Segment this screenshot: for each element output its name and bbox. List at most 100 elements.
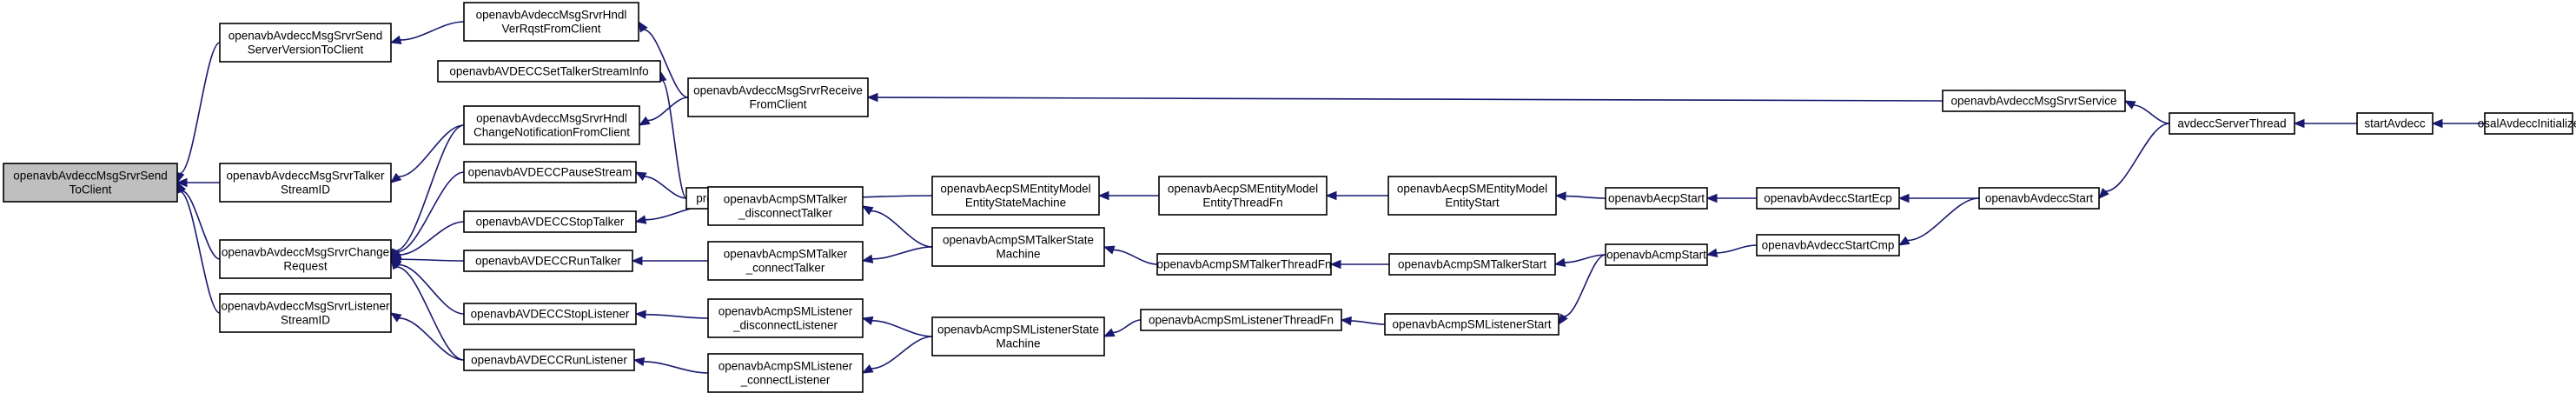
- node-label: _connectListener: [740, 374, 831, 387]
- edge-stop-talker-to-change: [389, 221, 465, 260]
- arrowhead-icon: [390, 257, 401, 270]
- node-label: _disconnectListener: [732, 319, 838, 332]
- node-talker-thread[interactable]: openavbAcmpSMTalkerThreadFn: [1156, 253, 1332, 276]
- node-conn-listener[interactable]: openavbAcmpSMListener_connectListener: [707, 353, 864, 393]
- node-stop-talker[interactable]: openavbAVDECCStopTalker: [463, 210, 637, 233]
- edge-talker-start-to-talker-thread: [1329, 259, 1390, 270]
- node-start-avdecc[interactable]: startAvdecc: [2356, 112, 2434, 135]
- node-disc-listener[interactable]: openavbAcmpSMListener_disconnectListener: [707, 298, 864, 338]
- edge-line: [399, 317, 465, 361]
- node-box: [1756, 234, 1900, 256]
- node-label: openavbAcmpSMTalkerThreadFn: [1156, 258, 1331, 271]
- node-pause[interactable]: openavbAVDECCPauseStream: [463, 161, 637, 183]
- node-box: [3, 163, 178, 203]
- node-label: openavbAecpSMEntityModel: [1168, 183, 1318, 196]
- edge-acmp-start-to-talker-start: [1553, 254, 1606, 268]
- node-start-cmp[interactable]: openavbAvdeccStartCmp: [1756, 234, 1900, 256]
- node-label: openavbAcmpSMTalkerState: [943, 234, 1094, 247]
- edge-line: [647, 97, 689, 122]
- node-box: [931, 176, 1100, 216]
- edge-line: [871, 210, 933, 248]
- edge-hndl-change-to-talker-sid: [389, 124, 465, 183]
- node-box: [1158, 176, 1328, 216]
- node-box: [463, 210, 637, 233]
- edge-line: [2133, 104, 2170, 124]
- node-label: openavbAvdeccStart: [1985, 192, 2094, 205]
- node-start-ecp[interactable]: openavbAvdeccStartEcp: [1756, 187, 1900, 210]
- node-aecp-start[interactable]: openavbAecpStart: [1605, 187, 1708, 210]
- arrowhead-icon: [861, 205, 874, 216]
- node-label: Machine: [996, 248, 1040, 261]
- arrowhead-icon: [1329, 259, 1341, 270]
- arrowhead-icon: [634, 215, 647, 224]
- arrowhead-icon: [2098, 188, 2109, 199]
- node-run-talker[interactable]: openavbAVDECCRunTalker: [463, 250, 633, 272]
- edge-conn-talker-to-run-talker: [631, 256, 709, 266]
- node-avdecc-start[interactable]: openavbAvdeccStart: [1978, 187, 2100, 210]
- node-acmp-start[interactable]: openavbAcmpStart: [1605, 243, 1708, 266]
- node-disc-talker[interactable]: openavbAcmpSMTalker_disconnectTalker: [707, 186, 864, 226]
- node-label: openavbAvdeccMsgSrvrService: [1950, 95, 2116, 108]
- node-box: [463, 250, 633, 272]
- node-box: [1384, 313, 1560, 336]
- node-osal-init[interactable]: osalAvdeccInitialize: [2478, 112, 2576, 135]
- node-server-thread[interactable]: avdeccServerThread: [2169, 112, 2295, 135]
- edge-line: [1113, 249, 1158, 265]
- node-msg-service[interactable]: openavbAvdeccMsgSrvrService: [1942, 90, 2126, 112]
- node-label: _disconnectTalker: [738, 207, 833, 220]
- node-talker-start[interactable]: openavbAcmpSMTalkerStart: [1388, 253, 1556, 276]
- edge-line: [398, 124, 465, 178]
- node-hndl-ver[interactable]: openavbAvdeccMsgSrvrHndlVerRqstFromClien…: [463, 2, 639, 42]
- node-label: openavbAcmpSMListener: [718, 305, 853, 318]
- edge-run-listener-to-listener-sid: [389, 312, 465, 361]
- edge-pause-to-change: [390, 171, 465, 261]
- edge-hndl-ver-to-send-ver: [389, 21, 465, 44]
- node-box: [707, 186, 864, 226]
- edge-stop-listener-to-change: [389, 258, 465, 315]
- node-label: avdeccServerThread: [2177, 117, 2286, 130]
- node-label: openavbAvdeccMsgSrvrChange: [222, 246, 389, 259]
- edge-server-thread-to-avdecc-start: [2098, 123, 2170, 199]
- node-listener-start[interactable]: openavbAcmpSMListenerStart: [1384, 313, 1560, 336]
- node-entity-sm[interactable]: openavbAecpSMEntityModelEntityStateMachi…: [931, 176, 1100, 216]
- edge-entity-start-to-entity-thread: [1325, 190, 1389, 201]
- arrowhead-icon: [861, 316, 874, 325]
- node-run-listener[interactable]: openavbAVDECCRunListener: [463, 349, 635, 371]
- node-label: openavbAcmpSMListenerState: [937, 323, 1099, 336]
- arrowhead-icon: [638, 20, 648, 33]
- node-set-talker[interactable]: openavbAVDECCSetTalkerStreamInfo: [437, 60, 661, 83]
- edge-line: [871, 246, 933, 260]
- arrowhead-icon: [175, 177, 188, 188]
- node-send-ver[interactable]: openavbAvdeccMsgSrvrSendServerVersionToC…: [219, 23, 392, 63]
- arrowhead-icon: [389, 35, 402, 44]
- edge-line: [871, 336, 933, 370]
- edge-entity-thread-to-entity-sm: [1097, 190, 1160, 201]
- node-hndl-change[interactable]: openavbAvdeccMsgSrvrHndlChangeNotificati…: [463, 105, 640, 145]
- node-label: openavbAvdeccMsgSrvrHndl: [476, 112, 627, 125]
- arrowhead-icon: [1705, 193, 1718, 203]
- arrowhead-icon: [1103, 245, 1116, 255]
- node-box: [437, 60, 661, 83]
- edge-listener-start-to-listener-thread: [1340, 316, 1386, 326]
- node-conn-talker[interactable]: openavbAcmpSMTalker_connectTalker: [707, 241, 864, 281]
- node-box: [1140, 309, 1342, 331]
- node-box: [1605, 187, 1708, 210]
- node-label: Machine: [996, 337, 1040, 350]
- node-listener-thread[interactable]: openavbAcmpSmListenerThreadFn: [1140, 309, 1342, 331]
- edge-line: [400, 21, 465, 41]
- node-stop-listener[interactable]: openavbAVDECCStopListener: [463, 303, 637, 325]
- node-label: openavbAcmpSmListenerThreadFn: [1149, 314, 1334, 327]
- node-label: FromClient: [749, 98, 806, 111]
- node-label: openavbAvdeccMsgSrvrListener: [221, 300, 390, 313]
- arrowhead-icon: [1553, 257, 1566, 268]
